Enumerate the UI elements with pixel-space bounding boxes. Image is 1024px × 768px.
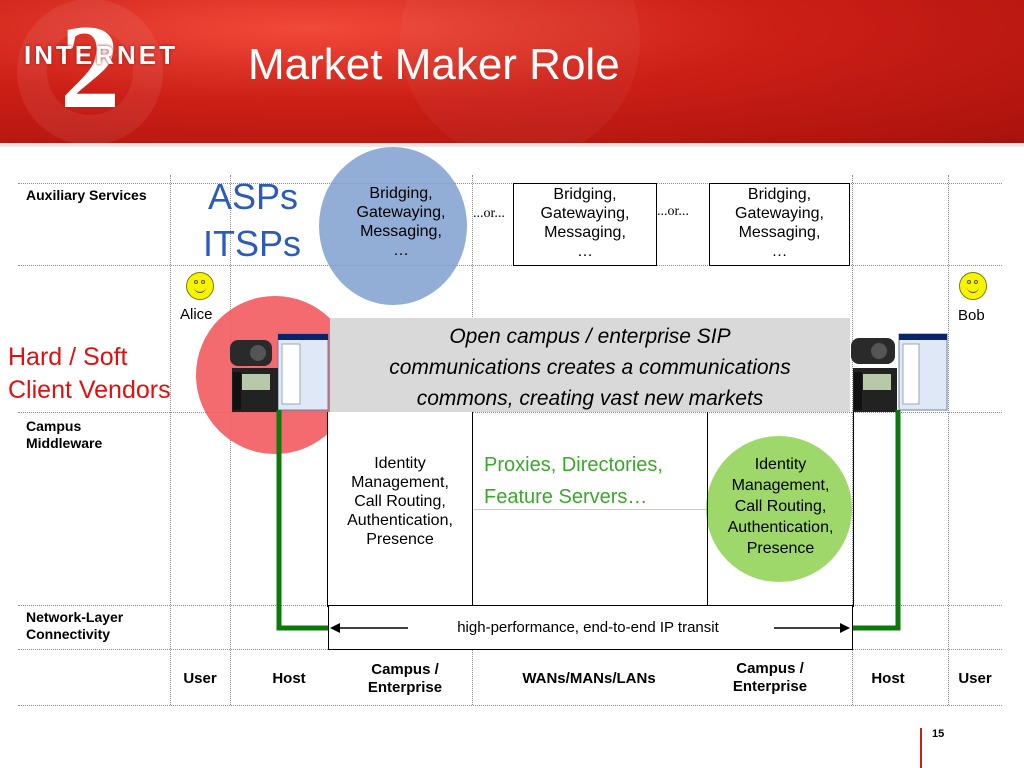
aux-service-box-2: Bridging, Gatewaying, Messaging, … (513, 183, 657, 266)
proxies-divider (474, 509, 706, 510)
col-campus-left: Campus / Enterprise (367, 661, 443, 696)
header-texture (17, 0, 640, 143)
transit-box (328, 605, 853, 650)
itsps-label: ITSPs (203, 223, 302, 264)
aux-service-text-1: Bridging, Gatewaying, Messaging, … (356, 185, 446, 259)
bob-label: Bob (958, 307, 985, 324)
logo-mark: 2 (60, 0, 120, 133)
internet2-logo: 2 (60, 2, 140, 133)
row-label-campus-middleware: Campus Middleware (26, 418, 103, 451)
page-number-rule (920, 728, 922, 768)
header-banner (0, 0, 1024, 143)
col-wans: WANs/MANs/LANs (522, 670, 656, 687)
right-devices (851, 333, 948, 412)
middleware-box-right-frame (707, 412, 854, 607)
col-host-right: Host (871, 670, 905, 687)
header-rule (0, 143, 1024, 147)
alice-smiley-icon (186, 272, 214, 300)
presence-circle (706, 436, 852, 582)
aux-service-box-3: Bridging, Gatewaying, Messaging, … (709, 183, 850, 266)
col-user-left: User (183, 670, 217, 687)
or-label-2: ...or... (657, 204, 689, 219)
grid-col-line (852, 175, 853, 705)
middleware-box-right: Identity Management, Call Routing, Authe… (727, 456, 834, 557)
col-host-left: Host (272, 670, 306, 687)
col-user-right: User (958, 670, 992, 687)
logo-text: INTERNET (24, 40, 178, 70)
asps-label: ASPs (208, 176, 299, 217)
grid-col-line (170, 175, 171, 705)
or-label-1: ...or... (473, 206, 505, 221)
grid-line-middleware-top (18, 412, 1002, 413)
alice-label: Alice (180, 306, 213, 323)
bob-smiley-icon (959, 272, 987, 300)
middleware-box-left: Identity Management, Call Routing, Authe… (327, 412, 473, 607)
page-number: 15 (932, 728, 945, 740)
proxies-label: Proxies, Directories, Feature Servers… (484, 454, 663, 508)
transit-label: high-performance, end-to-end IP transit (457, 619, 719, 636)
green-connection-lines (276, 410, 901, 631)
commons-statement: Open campus / enterprise SIP communicati… (330, 318, 850, 412)
transit-arrows (330, 623, 850, 633)
left-devices (230, 333, 329, 412)
grid-line-top (18, 183, 1002, 184)
page-title: Market Maker Role (248, 40, 620, 89)
row-label-auxiliary: Auxiliary Services (26, 187, 147, 203)
asp-circle (319, 147, 467, 305)
vendors-label: Hard / Soft Client Vendors (8, 341, 171, 407)
grid-col-line (948, 175, 949, 705)
vendors-label-line1: Hard / Soft (8, 343, 128, 371)
grid-line-bottom (18, 705, 1002, 706)
row-label-network-layer: Network-Layer Connectivity (26, 609, 124, 642)
vendors-label-line2: Client Vendors (8, 376, 171, 404)
col-campus-right: Campus / Enterprise (732, 660, 808, 695)
grid-line-aux-bottom (18, 265, 1002, 266)
